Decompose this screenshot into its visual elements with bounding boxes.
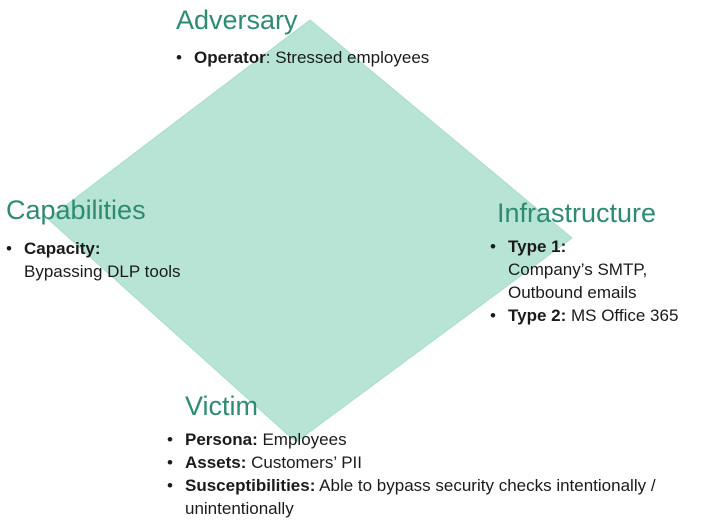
assets-label: Assets: — [185, 453, 247, 472]
operator-separator: : — [265, 48, 276, 67]
list-item: • Persona: Employees — [167, 428, 722, 451]
bullet-icon: • — [176, 48, 182, 67]
susceptibilities-label: Susceptibilities: — [185, 476, 316, 495]
infrastructure-list: • Type 1: Company’s SMTP, Outbound email… — [490, 235, 720, 327]
bullet-icon: • — [167, 476, 173, 495]
adversary-list: • Operator: Stressed employees — [176, 46, 496, 69]
list-item: • Type 1: Company’s SMTP, Outbound email… — [490, 235, 720, 304]
susceptibilities-value: Able to bypass security checks intention… — [185, 476, 656, 518]
persona-label: Persona: — [185, 430, 258, 449]
bullet-icon: • — [167, 430, 173, 449]
list-item: • Type 2: MS Office 365 — [490, 304, 720, 327]
type1-line-2: Outbound emails — [508, 283, 637, 302]
type1-line-1: Company’s SMTP, — [508, 260, 648, 279]
list-item: • Assets: Customers’ PII — [167, 451, 722, 474]
capacity-label: Capacity: — [24, 239, 101, 258]
adversary-heading: Adversary — [176, 5, 298, 35]
victim-list: • Persona: Employees • Assets: Customers… — [167, 428, 722, 520]
bullet-icon: • — [490, 237, 496, 256]
operator-value: Stressed employees — [275, 48, 430, 67]
capabilities-list: • Capacity: Bypassing DLP tools — [6, 237, 236, 283]
type1-label: Type 1: — [508, 237, 567, 256]
list-item: • Susceptibilities: Able to bypass secur… — [167, 474, 722, 520]
list-item: • Capacity: Bypassing DLP tools — [6, 237, 236, 283]
operator-label: Operator — [194, 48, 266, 67]
type2-label: Type 2: — [508, 306, 567, 325]
list-item: • Operator: Stressed employees — [176, 46, 496, 69]
capabilities-heading: Capabilities — [6, 195, 146, 225]
bullet-icon: • — [6, 239, 12, 258]
bullet-icon: • — [490, 306, 496, 325]
infrastructure-heading: Infrastructure — [497, 198, 657, 228]
capacity-value: Bypassing DLP tools — [24, 262, 181, 281]
victim-heading: Victim — [185, 391, 259, 421]
diamond-polygon — [47, 19, 573, 443]
bullet-icon: • — [167, 453, 173, 472]
type2-value: MS Office 365 — [566, 306, 679, 325]
persona-value: Employees — [257, 430, 347, 449]
assets-value: Customers’ PII — [246, 453, 362, 472]
